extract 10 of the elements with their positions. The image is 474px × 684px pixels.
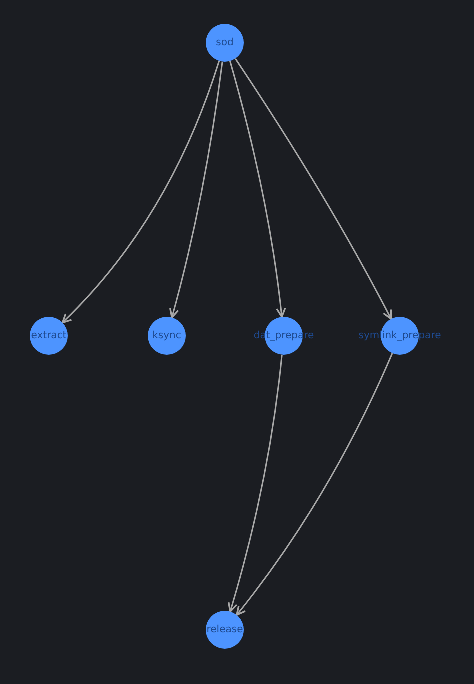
arrow: [236, 353, 394, 616]
arrow: [234, 58, 392, 320]
node-label: sod: [216, 36, 234, 50]
node-label: release: [206, 624, 244, 638]
node-label: extract: [31, 330, 67, 344]
arrow: [228, 354, 283, 613]
arrow: [169, 62, 224, 319]
arrow: [230, 61, 286, 318]
arrow: [62, 60, 220, 324]
node-label: ksync: [152, 330, 182, 344]
